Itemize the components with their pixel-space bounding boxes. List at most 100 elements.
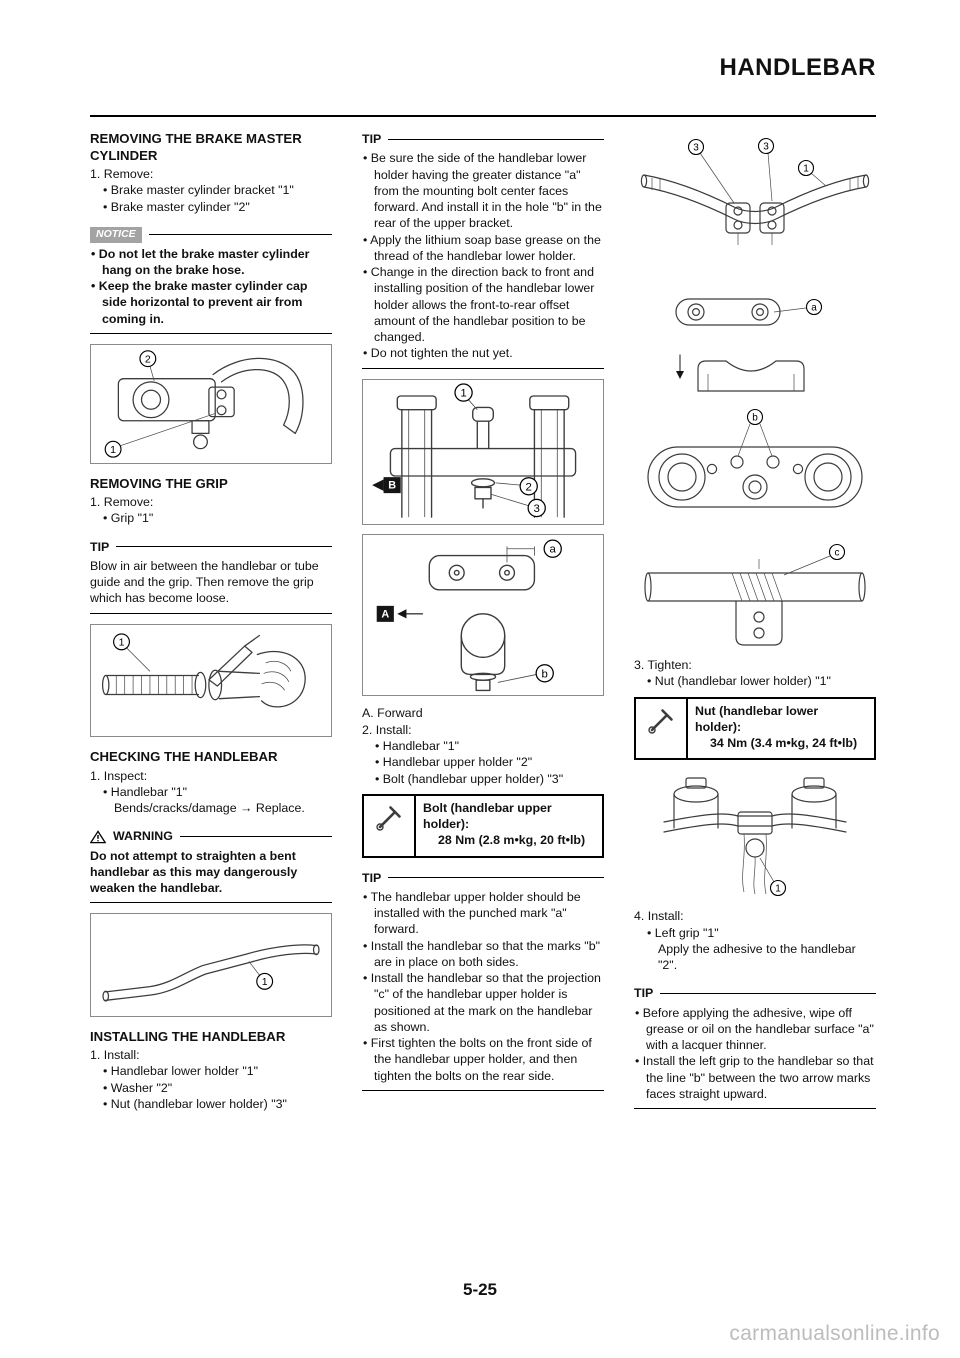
figure-holder-seat <box>634 343 876 399</box>
svg-text:3: 3 <box>693 143 699 154</box>
warning-label: WARNING <box>113 829 173 844</box>
bullet-item: Handlebar "1" <box>375 738 604 754</box>
figure-holder-offset: a A b <box>362 533 604 696</box>
callout-1: 1 <box>797 159 815 177</box>
svg-text:3: 3 <box>763 142 769 153</box>
notice-bar: NOTICE <box>90 226 332 243</box>
callout-2: 2 <box>519 476 538 495</box>
notice-label: NOTICE <box>90 226 142 243</box>
spec-title: Bolt (handlebar upper holder): <box>423 800 552 831</box>
step-label: 1. Install: <box>90 1048 140 1063</box>
figure-upper-bracket-top-drawing: b <box>647 408 863 508</box>
page-number: 5-25 <box>462 1280 498 1299</box>
spec-title: Nut (handlebar lower holder): <box>695 703 819 734</box>
svg-text:A: A <box>381 608 389 620</box>
bullet-list: Handlebar "1" <box>103 784 332 800</box>
notice-item: Keep the brake master cylinder cap side … <box>91 278 332 327</box>
tip-item: Install the handlebar so that the marks … <box>363 938 604 971</box>
rule <box>362 1089 604 1091</box>
rule <box>90 612 332 614</box>
bullet-item: Nut (handlebar lower holder) "1" <box>647 673 876 689</box>
svg-text:2: 2 <box>145 353 151 365</box>
tip-label: TIP <box>90 539 110 554</box>
tip-item: Be sure the side of the handlebar lower … <box>363 150 604 231</box>
step-label: 2. Install: <box>362 722 412 737</box>
notice-item: Do not let the brake master cylinder han… <box>91 246 332 279</box>
tip-list: Before applying the adhesive, wipe off g… <box>635 1005 876 1103</box>
torque-wrench-icon <box>364 795 416 856</box>
notice-list: Do not let the brake master cylinder han… <box>91 246 332 327</box>
callout-a: a <box>805 298 823 316</box>
svg-text:1: 1 <box>803 164 809 175</box>
figure-lower-holder-install: 1 2 3 B <box>362 378 604 525</box>
bullet-list: Handlebar lower holder "1" Washer "2" Nu… <box>103 1063 332 1112</box>
svg-text:a: a <box>550 543 557 555</box>
bullet-item: Handlebar lower holder "1" <box>103 1063 332 1079</box>
inspection-result: Bends/cracks/damage → Replace. <box>114 801 305 816</box>
svg-text:1: 1 <box>775 884 781 895</box>
step-label: 1. Remove: <box>90 167 154 181</box>
callout-1: 1 <box>454 382 473 402</box>
svg-text:b: b <box>752 413 758 424</box>
spec-value: 34 Nm (3.4 m•kg, 24 ft•lb) <box>710 736 858 750</box>
bullet-item: Bolt (handlebar upper holder) "3" <box>375 771 604 787</box>
heading-removing-grip: REMOVING THE GRIP <box>90 475 228 491</box>
rule <box>148 234 332 236</box>
figure-brake-master-cylinder-drawing: 2 1 <box>104 349 304 458</box>
figure-grip-removal: 1 <box>90 623 332 738</box>
tip-bar: TIP <box>362 870 604 886</box>
figure-brake-master-cylinder: 2 1 <box>90 343 332 464</box>
svg-text:b: b <box>542 668 548 680</box>
figure-handlebar-check: 1 <box>90 913 332 1017</box>
heading-installing-handlebar: INSTALLING THE HANDLEBAR <box>90 1028 286 1044</box>
bullet-item: Left grip "1" <box>647 925 876 941</box>
tip-label: TIP <box>634 986 654 1001</box>
callout-1: 1 <box>113 633 131 650</box>
figure-holder-link: a <box>634 287 876 337</box>
callout-1: 1 <box>256 973 274 991</box>
torque-spec-text: Nut (handlebar lower holder): 34 Nm (3.4… <box>688 699 874 759</box>
page-title: HANDLEBAR <box>719 54 876 81</box>
heading-checking-handlebar: CHECKING THE HANDLEBAR <box>90 749 278 765</box>
view-b-marker: B <box>372 476 401 493</box>
figure-handlebar-top-view-drawing: 3 3 1 <box>640 137 870 245</box>
step-label: 1. Inspect: <box>90 768 148 783</box>
callout-b: b <box>746 408 764 426</box>
figure-upper-bracket-top: b <box>634 405 876 531</box>
header-rule <box>90 115 876 117</box>
svg-text:B: B <box>388 479 396 491</box>
callout-c: c <box>828 543 846 561</box>
figure-holder-link-drawing: a <box>675 298 823 326</box>
tip-label: TIP <box>362 870 382 885</box>
rule <box>388 877 604 879</box>
torque-spec-text: Bolt (handlebar upper holder): 28 Nm (2.… <box>416 796 602 856</box>
rule <box>179 836 332 838</box>
view-a-marker: A <box>376 605 424 622</box>
figure-caption: A. Forward <box>362 705 423 720</box>
figure-fork-crown: 1 <box>634 770 876 903</box>
step-label: 3. Tighten: <box>634 658 692 672</box>
tip-item: First tighten the bolts on the front sid… <box>363 1035 604 1084</box>
tip-bar: TIP <box>362 131 604 147</box>
figure-handlebar-knurl: c <box>634 537 876 651</box>
column-right: 3 3 1 <box>634 131 876 1119</box>
direction-arrow-icon <box>676 354 684 379</box>
tip-item: Before applying the adhesive, wipe off g… <box>635 1005 876 1054</box>
step-note: Apply the adhesive to the handlebar "2". <box>658 941 856 972</box>
tip-item: Change in the direction back to front an… <box>363 264 604 345</box>
rule <box>90 902 332 904</box>
bullet-item: Washer "2" <box>103 1080 332 1096</box>
callout-b: b <box>535 663 554 682</box>
bullet-list: Left grip "1" <box>647 925 876 941</box>
tip-item: Install the left grip to the handlebar s… <box>635 1053 876 1102</box>
callout-2: 2 <box>139 349 157 367</box>
bullet-item: Handlebar upper holder "2" <box>375 754 604 770</box>
tip-bar: TIP <box>634 985 876 1001</box>
callout-3: 3 <box>527 498 546 517</box>
rule <box>388 138 604 140</box>
figure-holder-seat-drawing <box>676 354 805 392</box>
watermark: carmanualsonline.info <box>729 1322 940 1345</box>
svg-text:1: 1 <box>110 444 116 456</box>
column-center: TIP Be sure the side of the handlebar lo… <box>362 131 604 1119</box>
bullet-list: Nut (handlebar lower holder) "1" <box>647 673 876 689</box>
